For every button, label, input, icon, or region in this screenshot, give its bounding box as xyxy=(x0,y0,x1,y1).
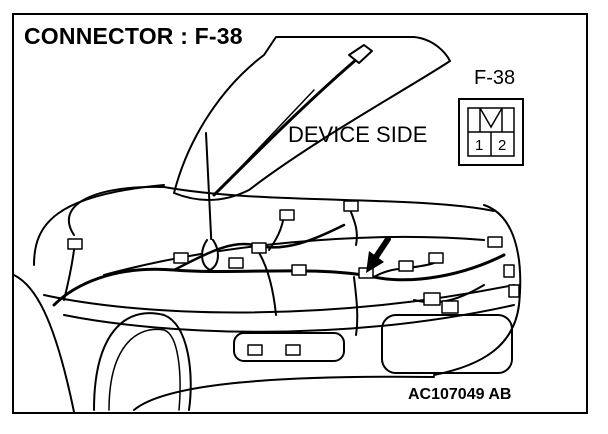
connector-k xyxy=(423,292,441,306)
connector-g xyxy=(291,264,307,276)
location-arrow-icon xyxy=(366,236,391,273)
main-harness xyxy=(52,253,506,307)
figure-code: AC107049 AB xyxy=(408,386,512,403)
connector-p xyxy=(508,284,520,298)
page-title: CONNECTOR : F-38 xyxy=(24,23,243,49)
lid-connector xyxy=(348,44,373,64)
connector-d xyxy=(173,252,189,264)
connector-b xyxy=(279,209,295,221)
diagram-frame: 1 2 CONNECTOR : F-38 F-38 DEVICE SIDE AC… xyxy=(12,13,588,414)
connector-e xyxy=(228,257,244,269)
connector-h xyxy=(398,260,414,272)
tail-right xyxy=(433,204,522,376)
pin-1: 1 xyxy=(475,137,483,154)
connector-l xyxy=(441,300,459,314)
connector-f xyxy=(251,242,267,254)
lower-recess xyxy=(233,332,345,362)
trunk-lid xyxy=(173,36,451,201)
harness-branch-7 xyxy=(63,249,75,301)
left-fender xyxy=(14,274,75,412)
connector-label: F-38 xyxy=(474,67,516,89)
connector-m xyxy=(247,344,263,356)
connector-n xyxy=(285,344,301,356)
harness-branch-2 xyxy=(253,244,277,316)
connector-c xyxy=(343,200,359,212)
antenna-mast xyxy=(205,132,213,256)
roof-line xyxy=(33,184,165,266)
rear-window xyxy=(67,185,165,236)
license-recess xyxy=(381,314,513,374)
wheel-arch xyxy=(93,312,192,411)
trunk-opening-top xyxy=(163,186,495,212)
connector-j xyxy=(487,236,503,248)
connector-a xyxy=(67,238,83,250)
device-side-label: DEVICE SIDE xyxy=(288,122,428,147)
connector-i xyxy=(428,252,444,264)
harness-branch-3 xyxy=(353,276,359,336)
connector-o xyxy=(503,264,515,278)
bumper-bottom xyxy=(133,375,435,411)
bumper-line xyxy=(63,304,515,333)
connector-face-icon: 1 2 xyxy=(458,98,524,166)
harness-branch-6 xyxy=(348,206,358,246)
tire xyxy=(108,328,181,411)
vehicle-illustration: 1 2 xyxy=(14,36,524,412)
lid-strut xyxy=(223,89,315,186)
pin-2: 2 xyxy=(498,137,506,154)
trunk-floor xyxy=(103,235,485,276)
